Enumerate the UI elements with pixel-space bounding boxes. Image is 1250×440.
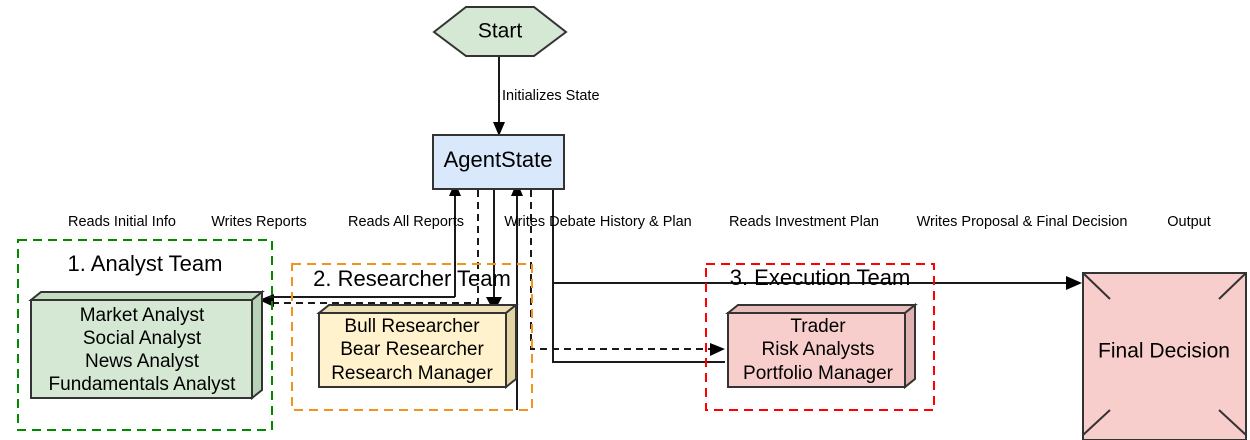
node-agent-state-label: AgentState bbox=[444, 147, 553, 172]
group-researcher-team-border bbox=[291, 263, 533, 411]
node-execution-team-box[interactable]: Trader Risk Analysts Portfolio Manager bbox=[725, 302, 918, 390]
execution-box-top-face bbox=[725, 304, 918, 314]
final-decision-chamfer-bottom-right bbox=[1218, 409, 1247, 436]
node-final-decision[interactable]: Final Decision bbox=[1082, 272, 1247, 440]
edge-reads-investment-plan-arrowhead bbox=[710, 343, 725, 356]
edge-label-writes-proposal-final-decision: Writes Proposal & Final Decision bbox=[917, 214, 1128, 230]
edge-label-reads-all-reports: Reads All Reports bbox=[348, 214, 464, 230]
node-analyst-team-box[interactable]: Market Analyst Social Analyst News Analy… bbox=[28, 289, 265, 401]
edge-label-output: Output bbox=[1167, 214, 1211, 230]
edge-label-writes-reports: Writes Reports bbox=[211, 214, 307, 230]
group-execution-team: 3. Execution Team bbox=[705, 263, 935, 411]
node-researcher-team-box[interactable]: Bull Researcher Bear Researcher Research… bbox=[316, 302, 519, 390]
group-analyst-team-label: 1. Analyst Team bbox=[68, 251, 223, 276]
node-start-label: Start bbox=[478, 20, 523, 43]
execution-member-1: Risk Analysts bbox=[762, 339, 875, 360]
execution-box-right-face bbox=[904, 302, 916, 390]
group-analyst-team: 1. Analyst Team bbox=[17, 239, 273, 431]
group-execution-team-label: 3. Execution Team bbox=[730, 265, 911, 290]
final-decision-chamfers bbox=[1082, 272, 1247, 436]
group-researcher-team-label: 2. Researcher Team bbox=[313, 266, 511, 291]
node-start[interactable]: Start bbox=[432, 6, 568, 57]
group-researcher-team: 2. Researcher Team bbox=[291, 263, 533, 411]
final-decision-chamfer-top-left bbox=[1082, 272, 1111, 300]
analyst-member-1: Social Analyst bbox=[83, 328, 202, 349]
node-agent-state[interactable]: AgentState bbox=[432, 134, 565, 190]
edge-initializes-state-arrowhead bbox=[493, 122, 505, 136]
node-final-decision-label: Final Decision bbox=[1098, 340, 1230, 363]
edge-label-initializes-state: Initializes State bbox=[502, 88, 600, 104]
researcher-member-1: Bear Researcher bbox=[340, 339, 484, 360]
agent-state-rect bbox=[432, 134, 565, 190]
start-hexagon-shape bbox=[432, 6, 568, 57]
group-execution-team-border bbox=[705, 263, 935, 411]
analyst-box-top-face bbox=[28, 291, 265, 301]
researcher-box-right-face bbox=[505, 302, 517, 390]
edge-reads-initial-info-line bbox=[272, 190, 479, 304]
edge-label-reads-initial-info: Reads Initial Info bbox=[68, 214, 176, 230]
researcher-member-0: Bull Researcher bbox=[344, 316, 480, 337]
edge-label-writes-debate-history-plan: Writes Debate History & Plan bbox=[504, 214, 692, 230]
analyst-member-2: News Analyst bbox=[85, 351, 200, 372]
edge-reads-investment-plan-line bbox=[530, 190, 712, 350]
edge-label-reads-investment-plan: Reads Investment Plan bbox=[729, 214, 879, 230]
analyst-box-right-face bbox=[251, 289, 263, 401]
final-decision-chamfer-top-right bbox=[1218, 272, 1247, 300]
edge-output-arrowhead bbox=[1066, 276, 1082, 290]
execution-member-2: Portfolio Manager bbox=[743, 363, 894, 384]
analyst-box-front-face bbox=[30, 299, 253, 399]
analyst-member-3: Fundamentals Analyst bbox=[49, 374, 237, 395]
researcher-member-2: Research Manager bbox=[331, 363, 493, 384]
researcher-box-top-face bbox=[316, 304, 519, 314]
analyst-member-0: Market Analyst bbox=[80, 305, 205, 326]
edge-output-line bbox=[552, 190, 1068, 284]
execution-box-front-face bbox=[727, 312, 906, 388]
researcher-box-front-face bbox=[318, 312, 507, 388]
execution-member-0: Trader bbox=[790, 316, 846, 337]
final-decision-chamfer-bottom-left bbox=[1082, 409, 1111, 436]
group-analyst-team-border bbox=[17, 239, 273, 431]
